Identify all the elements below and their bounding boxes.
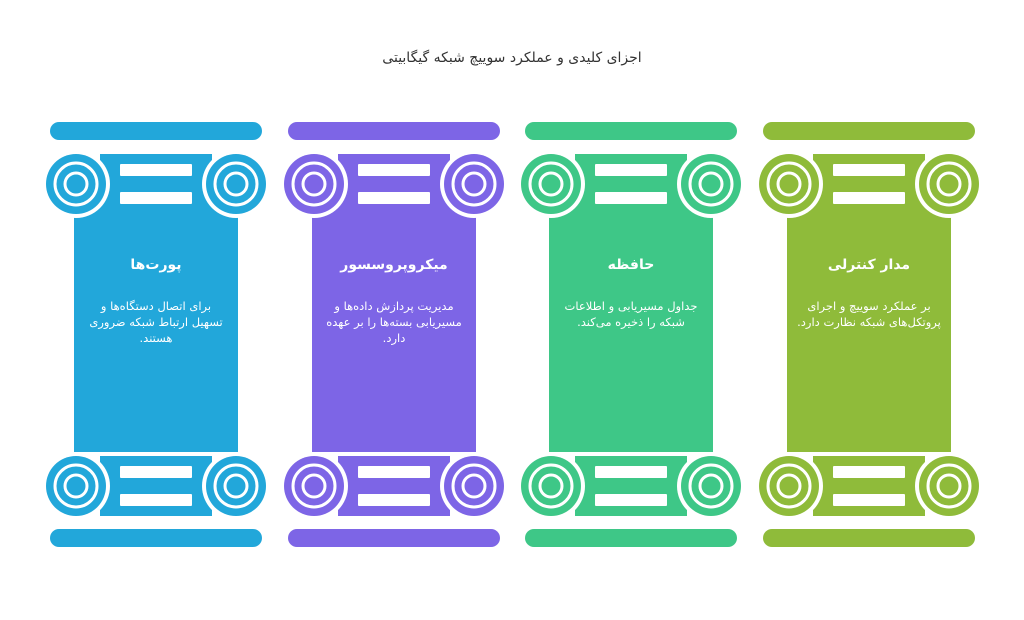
top-slab xyxy=(525,122,737,140)
top-slab xyxy=(50,122,262,140)
scroll-ring xyxy=(688,463,734,509)
capital-groove xyxy=(358,466,430,478)
scroll-ring xyxy=(451,463,497,509)
pillar-shaft xyxy=(312,208,476,452)
bottom-slab xyxy=(50,529,262,547)
scroll-ring xyxy=(451,161,497,207)
capital-groove xyxy=(358,192,430,204)
scroll-ring xyxy=(538,473,564,499)
card-microprocessor: میکروپروسسور مدیریت پردازش داده‌ها و مسی… xyxy=(312,256,476,346)
card-title: مدار کنترلی xyxy=(827,257,911,273)
card-control-circuit: مدار کنترلی بر عملکرد سوییچ و اجرای پروت… xyxy=(787,256,951,330)
capital-groove xyxy=(595,494,667,506)
scroll-ring xyxy=(53,161,99,207)
card-ports: پورت‌ها برای اتصال دستگاه‌ها و تسهیل ارت… xyxy=(74,256,238,346)
scroll-ring xyxy=(291,161,337,207)
scroll-ring xyxy=(301,473,327,499)
capital-groove xyxy=(833,494,905,506)
scroll-ring xyxy=(698,171,724,197)
capital-band xyxy=(575,154,687,214)
scroll-ring xyxy=(698,473,724,499)
card-memory: حافظه جداول مسیریابی و اطلاعات شبکه را ذ… xyxy=(549,256,713,330)
pillar-control-circuit xyxy=(755,122,983,547)
scroll-ring xyxy=(301,171,327,197)
scroll-ring xyxy=(63,473,89,499)
capital-band xyxy=(813,456,925,516)
capital-groove xyxy=(595,192,667,204)
capital-groove xyxy=(595,164,667,176)
bottom-slab xyxy=(525,529,737,547)
scroll-ring xyxy=(223,473,249,499)
scroll-ring xyxy=(461,171,487,197)
capital-groove xyxy=(833,192,905,204)
scroll-ring xyxy=(291,463,337,509)
scroll-ring xyxy=(63,171,89,197)
card-description: بر عملکرد سوییچ و اجرای پروتکل‌های شبکه … xyxy=(797,299,941,329)
pillar-shaft xyxy=(787,208,951,452)
pillar-ports xyxy=(42,122,270,547)
card-description: مدیریت پردازش داده‌ها و مسیریابی بسته‌ها… xyxy=(326,299,462,345)
pillar-memory xyxy=(517,122,745,547)
scroll-ring xyxy=(213,463,259,509)
bottom-slab xyxy=(763,529,975,547)
scroll-ring xyxy=(936,171,962,197)
capital-band xyxy=(575,456,687,516)
capital-band xyxy=(338,456,450,516)
pillar-microprocessor xyxy=(280,122,508,547)
capital-band xyxy=(338,154,450,214)
scroll-ring xyxy=(213,161,259,207)
scroll-ring xyxy=(936,473,962,499)
capital-groove xyxy=(595,466,667,478)
capital-band xyxy=(813,154,925,214)
card-description: جداول مسیریابی و اطلاعات شبکه را ذخیره م… xyxy=(564,299,698,329)
scroll-ring xyxy=(926,463,972,509)
page-title: اجزای کلیدی و عملکرد سوییچ شبکه گیگابیتی xyxy=(382,50,642,66)
capital-band xyxy=(100,154,212,214)
scroll-ring xyxy=(776,473,802,499)
top-slab xyxy=(763,122,975,140)
scroll-ring xyxy=(926,161,972,207)
capital-groove xyxy=(120,164,192,176)
scroll-ring xyxy=(766,161,812,207)
card-description: برای اتصال دستگاه‌ها و تسهیل ارتباط شبکه… xyxy=(89,299,223,345)
card-title: پورت‌ها xyxy=(130,257,182,273)
top-slab xyxy=(288,122,500,140)
capital-groove xyxy=(833,466,905,478)
scroll-ring xyxy=(776,171,802,197)
scroll-ring xyxy=(461,473,487,499)
capital-groove xyxy=(833,164,905,176)
capital-groove xyxy=(120,192,192,204)
scroll-ring xyxy=(223,171,249,197)
card-title: حافظه xyxy=(607,257,655,273)
scroll-ring xyxy=(766,463,812,509)
pillar-shaft xyxy=(549,208,713,452)
scroll-ring xyxy=(53,463,99,509)
bottom-slab xyxy=(288,529,500,547)
scroll-ring xyxy=(688,161,734,207)
capital-groove xyxy=(120,494,192,506)
capital-groove xyxy=(358,494,430,506)
capital-groove xyxy=(358,164,430,176)
card-title: میکروپروسسور xyxy=(340,257,448,273)
pillar-shaft xyxy=(74,208,238,452)
capital-groove xyxy=(120,466,192,478)
scroll-ring xyxy=(528,463,574,509)
capital-band xyxy=(100,456,212,516)
scroll-ring xyxy=(538,171,564,197)
scroll-ring xyxy=(528,161,574,207)
